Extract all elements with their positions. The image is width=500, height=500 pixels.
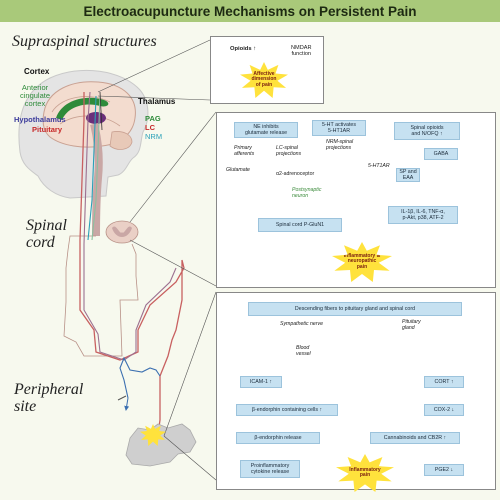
ne-box: NE inhibits glutamate release: [234, 122, 298, 138]
ht1ar-label: 5-HT1AR: [368, 163, 390, 169]
cannabinoids-box: Cannabinoids and CB2R ↑: [370, 432, 460, 444]
proinflammatory-box: Proinflammatory cytokine release: [240, 460, 300, 478]
nrm-spinal-label: NRM-spinal projections: [326, 139, 354, 151]
inflammatory-pain-text: Inflammatory pain: [349, 466, 381, 478]
page-title: Electroacupuncture Mechanisms on Persist…: [83, 3, 417, 19]
ht-box: 5-HT activates 5-HT1AR: [312, 120, 366, 136]
primary-afferents-label: Primary afferents: [234, 145, 255, 157]
descending-box: Descending fibers to pituitary gland and…: [248, 302, 462, 316]
label-cortex: Cortex: [24, 67, 50, 76]
spinal-section: [63, 220, 139, 357]
spinal-opioids-box: Spinal opioids and N/OFQ ↑: [394, 122, 460, 140]
pituitary-gland-label: Pituitary gland: [402, 319, 421, 331]
beta-release-box: β-endorphin release: [236, 432, 320, 444]
cox2-box: COX-2 ↓: [424, 404, 464, 416]
label-lc: LC: [145, 123, 155, 132]
glutamate-label: Glutamate: [226, 167, 250, 173]
spinal-cord: [90, 123, 103, 237]
ht-terminal-label: 5-HT terminal: [342, 176, 359, 187]
label-thalamus: Thalamus: [138, 97, 176, 106]
icam-box: ICAM-1 ↑: [240, 376, 282, 388]
sympathetic-label: Sympathetic nerve: [280, 321, 323, 327]
affective-pain-text: Affective dimension of pain: [251, 70, 277, 88]
section-peripheral: Peripheral site: [14, 381, 84, 415]
label-pituitary: Pituitary: [32, 125, 63, 134]
nmdar-text: NMDAR function: [291, 45, 312, 58]
glun1-box: Spinal cord P-GluN1: [258, 218, 342, 232]
sp-eaa-box: SP and EAA: [396, 168, 420, 182]
peripheral-tissue: [117, 395, 197, 467]
title-bar: Electroacupuncture Mechanisms on Persist…: [0, 0, 500, 22]
neuropathic-pain-text: Inflammatory & neuropathic pain: [343, 252, 381, 270]
label-acc: Anterior cingulate cortex: [20, 83, 51, 108]
cort-box: CORT ↑: [424, 376, 464, 388]
label-nrm: NRM: [145, 132, 163, 141]
blood-vessel-label: Blood vessel: [296, 345, 311, 357]
postsynaptic-label: Postsynaptic neuron: [292, 187, 322, 199]
label-pag: PAG: [145, 114, 161, 123]
opioids-text: Opioids ↑: [230, 46, 257, 52]
section-spinal: Spinal cord: [26, 217, 67, 251]
cytokines-box: IL-1β, IL-6, TNF-α, p-Akt, p38, ATF-2: [388, 206, 458, 224]
section-supraspinal: Supraspinal structures: [12, 33, 157, 50]
panel-peripheral: [216, 292, 496, 490]
beta-cells-box: β-endorphin containing cells ↑: [236, 404, 338, 416]
lc-spinal-label: LC-spinal projections: [276, 145, 302, 157]
alpha2-label: α2-adrenoceptor: [276, 171, 315, 177]
gaba-box: GABA: [424, 148, 458, 160]
label-hypothalamus: Hypothalamus: [14, 115, 66, 124]
pge2-box: PGE2 ↓: [424, 464, 464, 476]
